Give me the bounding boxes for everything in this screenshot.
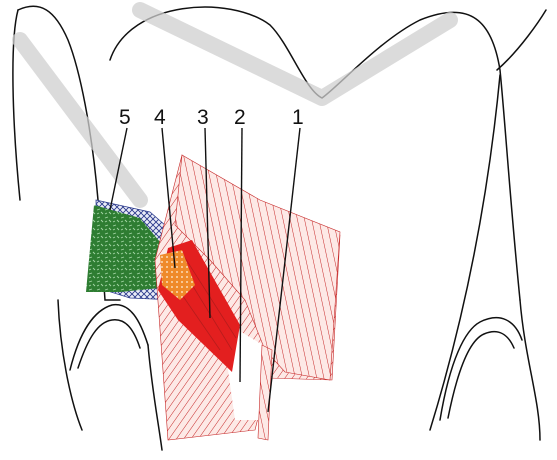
- label-5: 5: [119, 106, 131, 129]
- label-1: 1: [292, 106, 304, 129]
- label-3: 3: [197, 106, 209, 129]
- label-2: 2: [234, 106, 246, 129]
- label-4: 4: [154, 106, 166, 129]
